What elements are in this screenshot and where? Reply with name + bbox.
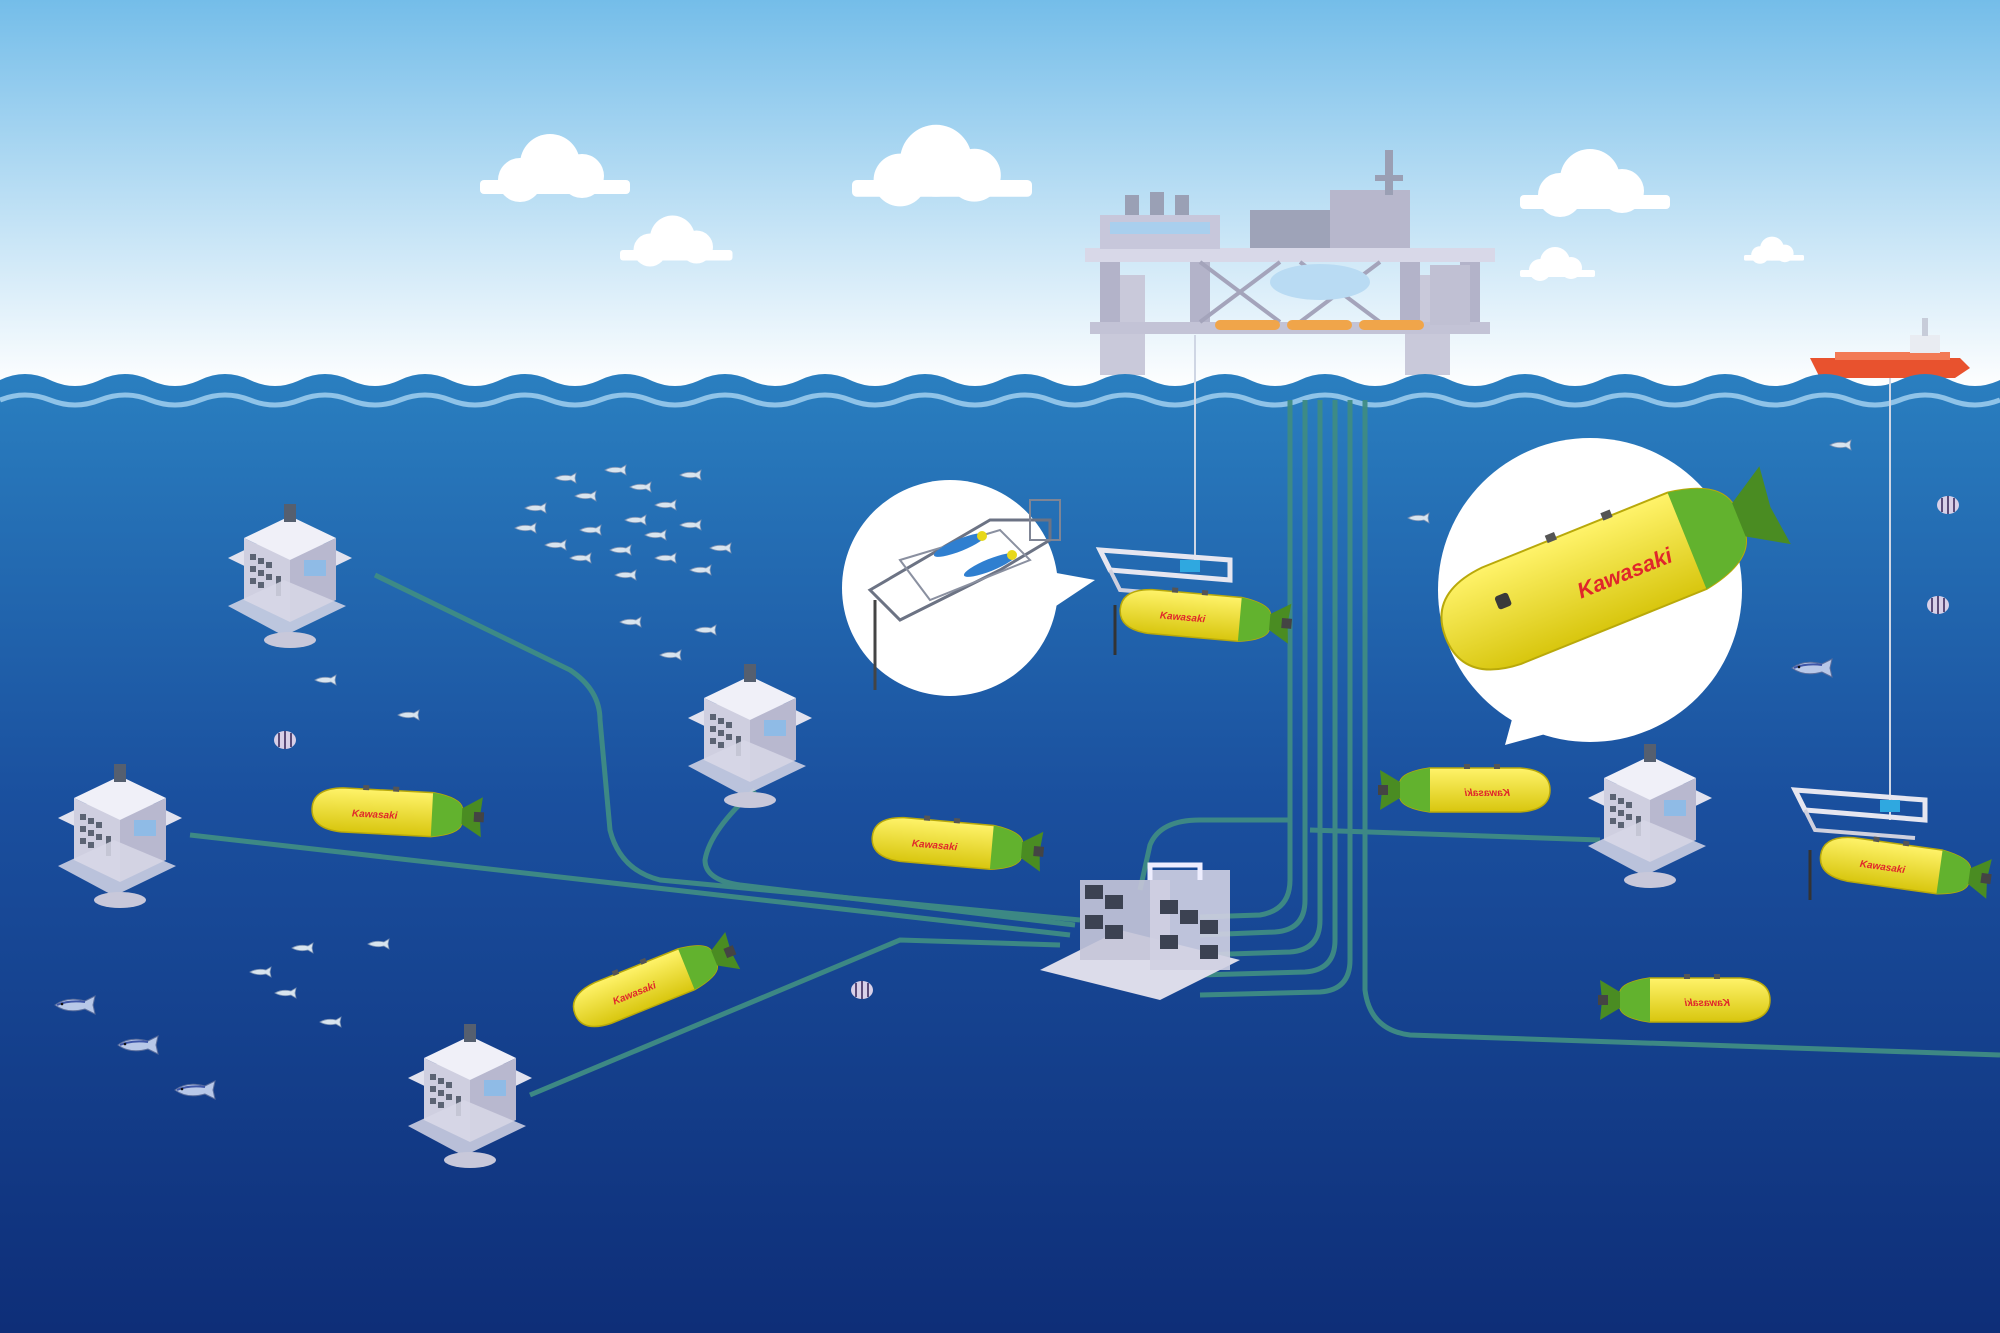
pipeline-network (189, 400, 2000, 1098)
docking-frame-icon (1790, 787, 1928, 840)
subsea-manifold-icon (1040, 862, 1240, 1000)
callout-bubble-icon: Kawasaki (1438, 438, 1791, 745)
wave-line (0, 392, 2000, 408)
offshore-platform-icon (1085, 150, 1495, 375)
support-vessel-icon (1810, 318, 1970, 378)
callout-bubble-icon (842, 480, 1095, 696)
fish-icon (274, 496, 1959, 999)
